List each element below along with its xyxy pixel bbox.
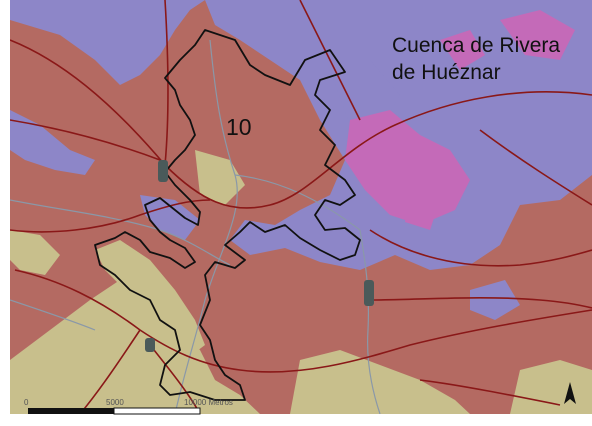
road [299,0,361,121]
town-marker [364,280,374,306]
scale-mid-label: 5000 [106,398,124,407]
zone-number-label: 10 [226,114,252,140]
north-arrow-icon [564,382,576,404]
town-markers [145,160,374,352]
road [10,119,161,161]
scale-bar [28,407,201,415]
river [10,199,231,266]
scale-start-label: 0 [24,398,29,407]
road [369,229,592,267]
road [79,329,141,414]
road-network [10,0,592,414]
river [234,174,361,231]
road [419,379,561,406]
basin-name-line-2: de Huéznar [392,61,501,84]
river [174,39,238,414]
peak-elevation-areas [345,10,575,230]
town-marker [158,160,168,182]
road [479,129,592,206]
terrain-layer [10,0,592,414]
scale-end-label: 10000 Metros [184,398,233,407]
basin-name-line-1: Cuenca de Rivera [392,34,561,57]
road [14,269,592,373]
road [10,39,592,209]
road [10,199,211,233]
town-marker [145,338,155,352]
river [10,299,96,331]
river [359,229,381,414]
road [369,296,592,309]
river-network [10,39,381,414]
basin-boundary [94,29,361,401]
